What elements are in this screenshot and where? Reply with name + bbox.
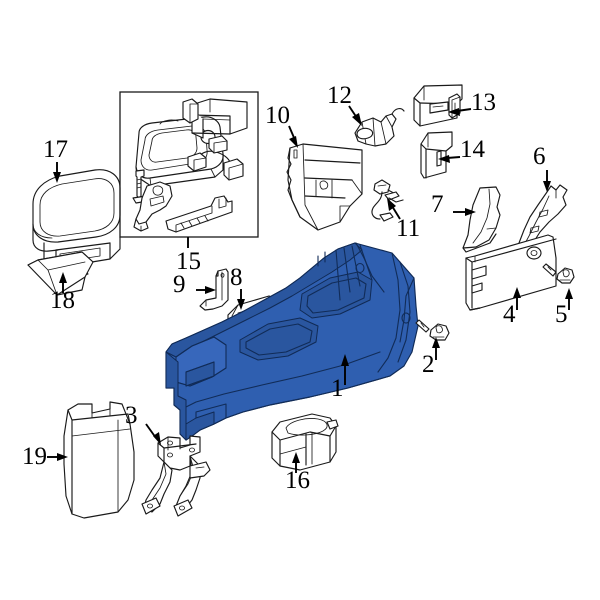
part-18-armrest-hinge-cover	[27, 251, 94, 296]
callout-label-17[interactable]: 17	[43, 136, 68, 163]
switch-strip	[165, 195, 233, 233]
callout-label-14[interactable]: 14	[460, 136, 485, 163]
part-7-front-side-trim	[462, 186, 501, 253]
part-14-blank-switch-cover	[420, 131, 453, 179]
callout-label-8[interactable]: 8	[230, 264, 243, 291]
part-12-cigarette-lighter-socket	[354, 108, 405, 147]
callout-label-5[interactable]: 5	[555, 301, 568, 328]
part-5-trim-screw	[542, 263, 575, 284]
part-4-side-trim-panel	[465, 234, 557, 311]
callout-label-16[interactable]: 16	[285, 467, 310, 494]
part-19-rear-console-panel	[63, 401, 135, 519]
callout-label-2[interactable]: 2	[422, 351, 435, 378]
callout-label-11[interactable]: 11	[396, 215, 421, 242]
shifter-trim-cover	[182, 98, 248, 139]
part-11-wiring-harness-jumper	[371, 179, 404, 222]
part-9-angle-bracket	[199, 268, 229, 311]
shifter-knob-bracket	[133, 181, 173, 232]
callout-label-6[interactable]: 6	[533, 143, 546, 170]
part-1-center-console-body	[165, 242, 419, 441]
callout-label-13[interactable]: 13	[471, 89, 496, 116]
callout-label-15[interactable]: 15	[176, 248, 201, 275]
part-2-console-screw	[415, 319, 450, 341]
callout-label-9[interactable]: 9	[173, 271, 186, 298]
part-6-rear-corner-bracket	[514, 184, 568, 259]
wire-clip-bracket	[187, 135, 244, 181]
part-16-cup-holder-insert	[271, 413, 339, 471]
part-13-power-outlet-switch	[413, 84, 463, 127]
callout-label-19[interactable]: 19	[22, 443, 47, 470]
part-15-shifter-bezel-kit-box	[119, 91, 259, 238]
callout-label-1[interactable]: 1	[331, 375, 344, 402]
callout-arrows	[47, 105, 573, 473]
part-3-console-mounting-bracket	[141, 435, 211, 517]
callout-label-10[interactable]: 10	[265, 102, 290, 129]
callout-label-3[interactable]: 3	[125, 402, 138, 429]
part-10-console-front-housing	[286, 143, 363, 231]
callout-label-4[interactable]: 4	[503, 301, 516, 328]
callout-label-12[interactable]: 12	[327, 82, 352, 109]
callout-label-18[interactable]: 18	[50, 287, 75, 314]
callout-label-7[interactable]: 7	[431, 191, 444, 218]
